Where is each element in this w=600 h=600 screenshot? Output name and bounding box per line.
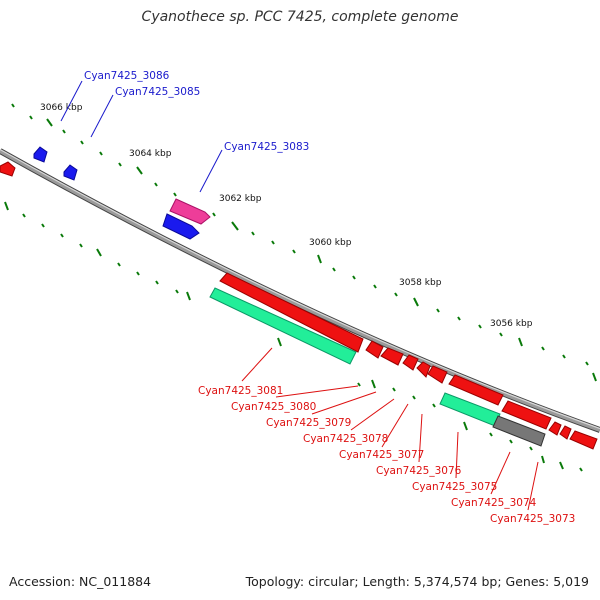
label-cyan7425-3077[interactable]: Cyan7425_3077 <box>339 449 424 461</box>
label-cyan7425-3075[interactable]: Cyan7425_3075 <box>412 481 497 493</box>
genome-info-label: Topology: circular; Length: 5,374,574 bp… <box>245 574 589 589</box>
gene-cyan7425-3073-a[interactable] <box>548 421 562 436</box>
label-cyan7425-3073[interactable]: Cyan7425_3073 <box>490 513 575 525</box>
label-cyan7425-3086[interactable]: Cyan7425_3086 <box>84 70 170 82</box>
gene-cyan7425-3086[interactable] <box>33 146 48 163</box>
tick-marks <box>4 103 597 472</box>
reverse-genes <box>0 161 598 450</box>
gene-cyan7425-3081[interactable] <box>209 287 357 365</box>
reverse-gene-labels: Cyan7425_3081 Cyan7425_3080 Cyan7425_307… <box>198 347 575 525</box>
kbp-label-3058: 3058 kbp <box>399 278 442 288</box>
label-cyan7425-3079[interactable]: Cyan7425_3079 <box>266 417 351 429</box>
label-cyan7425-3076[interactable]: Cyan7425_3076 <box>376 465 462 477</box>
forward-gene-labels: Cyan7425_3086 Cyan7425_3085 Cyan7425_308… <box>60 70 309 193</box>
gene-cyan7425-3079[interactable] <box>365 340 384 359</box>
gene-cyan7425-3073-c[interactable] <box>569 430 598 450</box>
kbp-labels: 3066 kbp 3064 kbp 3062 kbp 3060 kbp 3058… <box>40 103 533 329</box>
label-cyan7425-3080[interactable]: Cyan7425_3080 <box>231 401 316 413</box>
gene-cyan7425-3075[interactable] <box>439 392 501 427</box>
gene-cyan7425-3083[interactable] <box>169 198 211 225</box>
label-cyan7425-3074[interactable]: Cyan7425_3074 <box>451 497 537 509</box>
gene-cyan7425-3076[interactable] <box>427 365 448 384</box>
gene-cyan7425-3085[interactable] <box>63 164 78 181</box>
label-cyan7425-3085[interactable]: Cyan7425_3085 <box>115 86 200 98</box>
gene-cyan7425-3077-b[interactable] <box>416 361 431 378</box>
gene-cyan7425-3074-red[interactable] <box>501 400 552 430</box>
gene-cyan7425-3073-b[interactable] <box>559 425 572 440</box>
gene-blue-small[interactable] <box>162 213 200 240</box>
genome-backbone <box>0 148 600 433</box>
gene-cyan7425-3076-b[interactable] <box>448 374 504 406</box>
kbp-label-3064: 3064 kbp <box>129 149 172 159</box>
kbp-label-3062: 3062 kbp <box>219 194 262 204</box>
genome-title: Cyanothece sp. PCC 7425, complete genome <box>141 9 459 25</box>
gene-cyan7425-3077-a[interactable] <box>402 354 419 371</box>
accession-label: Accession: NC_011884 <box>9 574 152 589</box>
label-cyan7425-3083[interactable]: Cyan7425_3083 <box>224 141 309 153</box>
label-cyan7425-3081[interactable]: Cyan7425_3081 <box>198 385 283 397</box>
gene-cyan7425-3074[interactable] <box>492 415 546 447</box>
gene-left-edge-red[interactable] <box>0 161 16 177</box>
kbp-label-3056: 3056 kbp <box>490 319 533 329</box>
gene-cyan7425-3078[interactable] <box>380 347 404 366</box>
kbp-label-3060: 3060 kbp <box>309 238 352 248</box>
label-cyan7425-3078[interactable]: Cyan7425_3078 <box>303 433 388 445</box>
gene-cyan7425-3080[interactable] <box>219 272 364 353</box>
forward-genes <box>33 146 211 240</box>
kbp-label-3066: 3066 kbp <box>40 103 83 113</box>
